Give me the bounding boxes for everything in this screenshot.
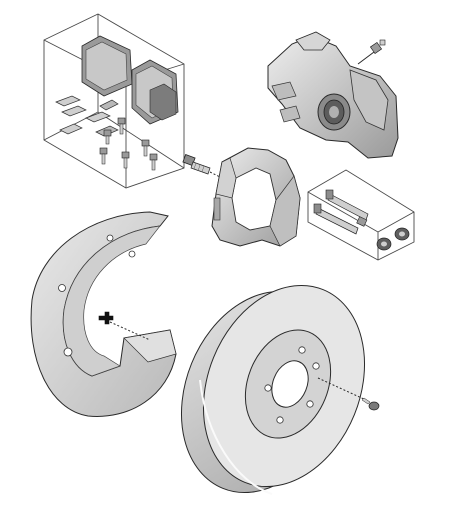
screw-icon <box>317 377 380 411</box>
brake-caliper[interactable] <box>267 31 399 159</box>
brake-disc[interactable] <box>153 261 394 506</box>
brake-pad-kit[interactable] <box>43 13 185 189</box>
guide-pin-kit-box-outline <box>307 169 415 261</box>
guide-pin-kit-icon <box>313 189 410 251</box>
bleed-screw-icon <box>357 39 386 65</box>
guide-pin-kit[interactable] <box>307 169 415 261</box>
backing-plate[interactable] <box>30 211 177 417</box>
brake-disc-icon <box>180 284 366 495</box>
caliper-bracket-icon <box>211 147 301 247</box>
disc-retaining-screw[interactable] <box>317 377 380 411</box>
caliper-bracket[interactable] <box>211 147 301 247</box>
pad-clips-icon <box>55 95 119 137</box>
bolt-icon <box>182 154 223 179</box>
pad-bolts-icon <box>99 117 158 171</box>
dust-shield-icon <box>30 211 177 417</box>
caliper-icon <box>267 31 399 159</box>
shield-fastener[interactable] <box>98 311 151 341</box>
brake-pad-set-icon <box>81 35 179 125</box>
cross-screw-icon <box>98 311 151 341</box>
guide-bolt[interactable] <box>182 154 223 179</box>
